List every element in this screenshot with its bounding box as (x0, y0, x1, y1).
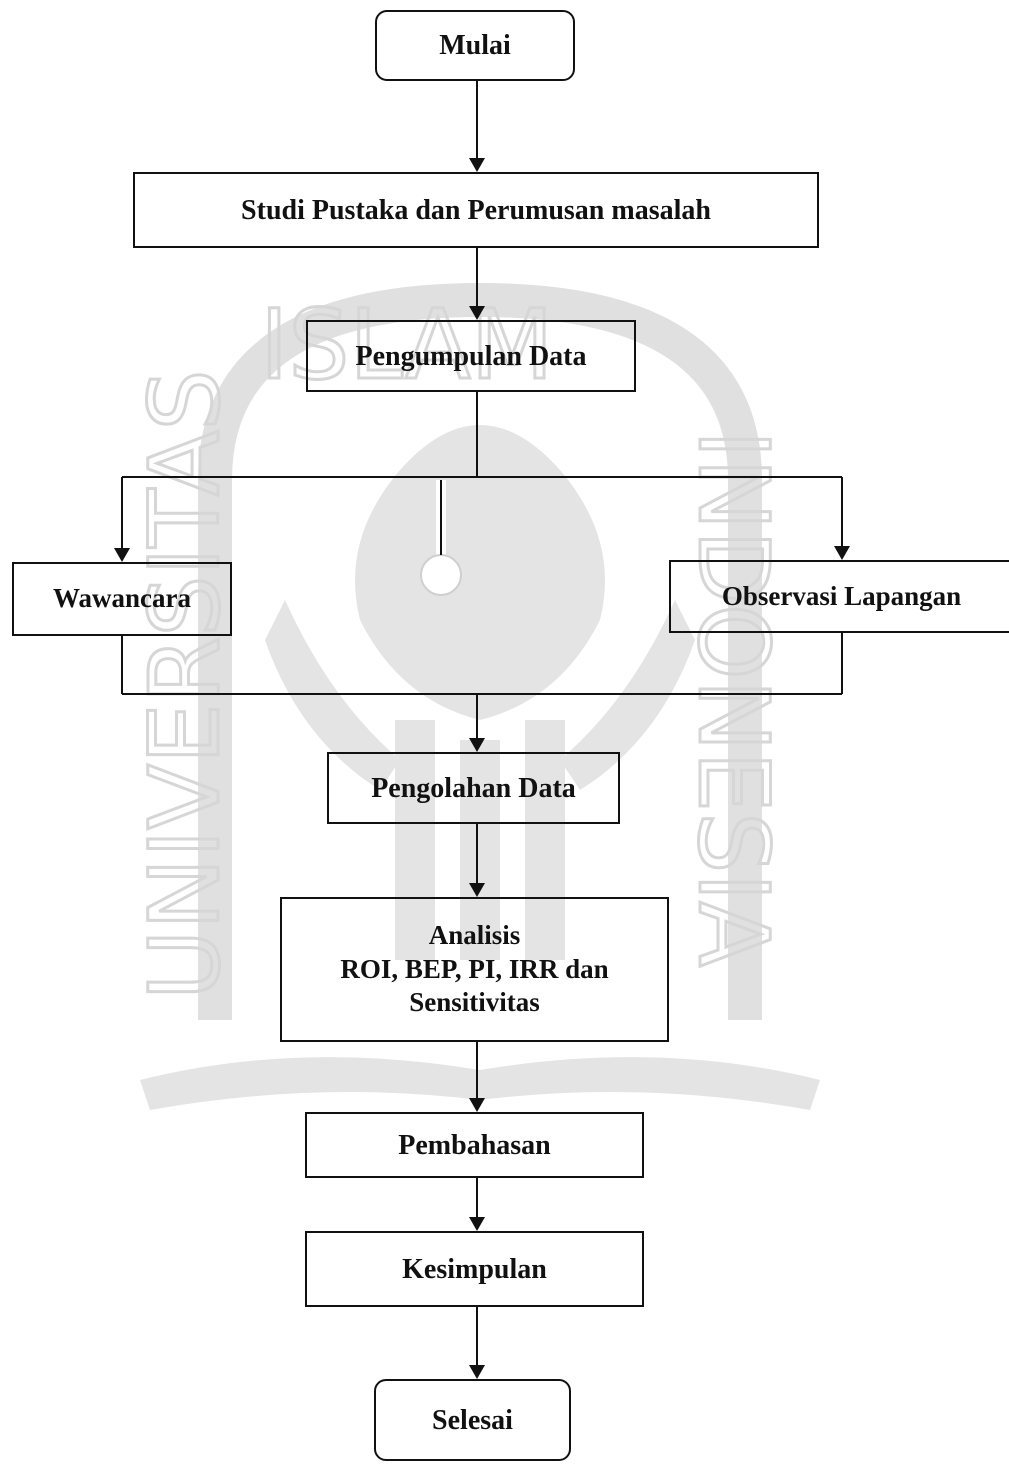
literature-study-box: Studi Pustaka dan Perumusan masalah (133, 172, 819, 248)
arrowhead-processing (469, 738, 485, 752)
data-collection-box: Pengumpulan Data (306, 320, 636, 392)
arrowhead-discussion (469, 1098, 485, 1112)
arrowhead-end (469, 1365, 485, 1379)
field-observation-label: Observasi Lapangan (721, 580, 962, 611)
field-observation-box: Observasi Lapangan (669, 560, 1009, 633)
discussion-box: Pembahasan (305, 1112, 644, 1178)
end-terminal: Selesai (374, 1379, 571, 1461)
analysis-sensitivity: Sensitivitas (409, 987, 540, 1018)
arrowhead-analysis (469, 883, 485, 897)
analysis-title: Analisis (428, 919, 521, 950)
start-terminal: Mulai (375, 10, 575, 81)
end-label: Selesai (432, 1404, 513, 1436)
interview-label: Wawancara (53, 583, 191, 614)
start-label: Mulai (439, 30, 511, 61)
arrowhead-observation (834, 546, 850, 560)
data-processing-label: Pengolahan Data (371, 772, 576, 804)
analysis-box: Analisis ROI, BEP, PI, IRR dan Sensitivi… (280, 897, 669, 1042)
data-processing-box: Pengolahan Data (327, 752, 620, 824)
arrowhead-conclusion (469, 1217, 485, 1231)
data-collection-label: Pengumpulan Data (355, 340, 587, 372)
interview-box: Wawancara (12, 562, 232, 636)
analysis-methods: ROI, BEP, PI, IRR dan (340, 953, 609, 984)
arrowhead-literature (469, 158, 485, 172)
arrowhead-interview (114, 548, 130, 562)
conclusion-box: Kesimpulan (305, 1231, 644, 1307)
discussion-label: Pembahasan (398, 1129, 551, 1161)
conclusion-label: Kesimpulan (402, 1253, 547, 1285)
literature-study-label: Studi Pustaka dan Perumusan masalah (241, 194, 711, 226)
arrowhead-collection (469, 306, 485, 320)
